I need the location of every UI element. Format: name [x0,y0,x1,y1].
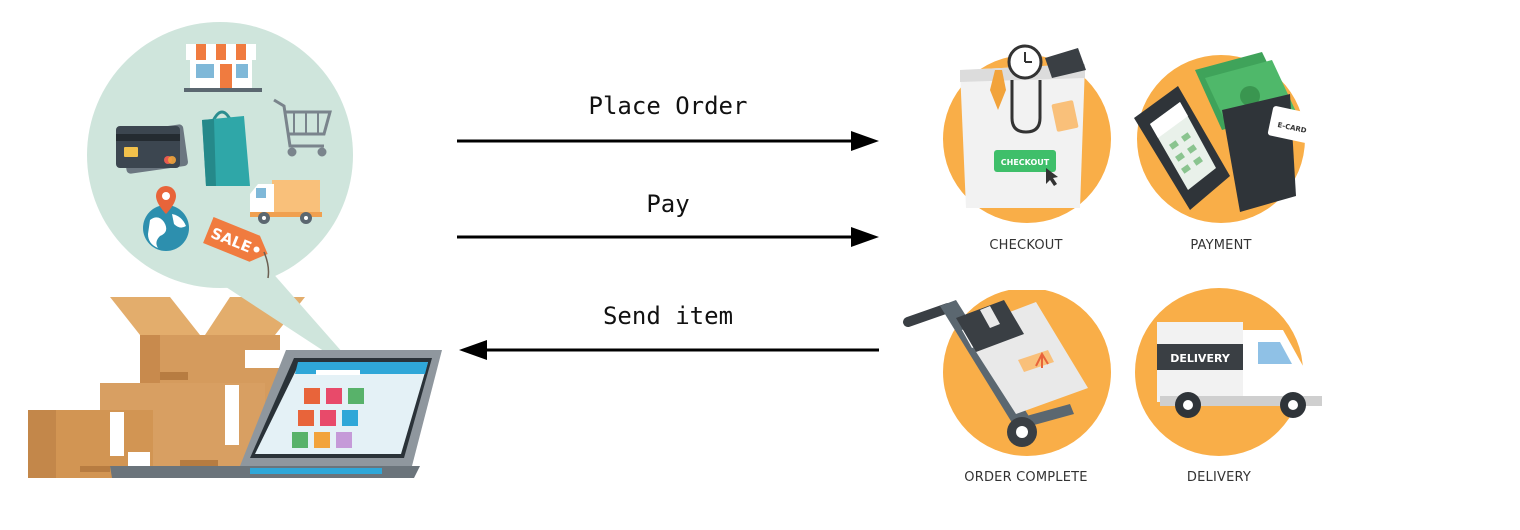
cardboard-box-icon [28,410,153,478]
payment-icon: E-CARD [1134,52,1319,223]
delivery-step-label: DELIVERY [1186,470,1252,485]
order-complete-icon [903,290,1111,456]
pay-arrow [457,227,879,247]
send-item-arrow [459,340,879,360]
truck-icon [250,180,322,224]
checkout-icon: CHECKOUT [943,44,1111,223]
truck-label-text: DELIVERY [1170,352,1231,365]
credit-card-icon [116,124,188,174]
pay-label: Pay [646,190,690,218]
order-complete-step-label: ORDER COMPLETE [964,470,1088,485]
store-icon [184,44,262,92]
shopping-bag-icon [202,110,250,186]
checkout-step-label: CHECKOUT [989,238,1063,253]
online-shop-illustration: SALE [28,22,442,478]
place-order-arrow [457,131,879,151]
delivery-truck-icon: DELIVERY [1135,288,1322,456]
payment-step-label: PAYMENT [1190,238,1252,253]
laptop-icon [110,350,442,478]
cardboard-box-icon [100,383,265,478]
place-order-label: Place Order [588,92,748,120]
send-item-label: Send item [602,302,734,330]
checkout-button-text: CHECKOUT [1001,158,1050,167]
globe-pin-icon [143,186,189,251]
shopping-cart-icon [273,98,332,157]
